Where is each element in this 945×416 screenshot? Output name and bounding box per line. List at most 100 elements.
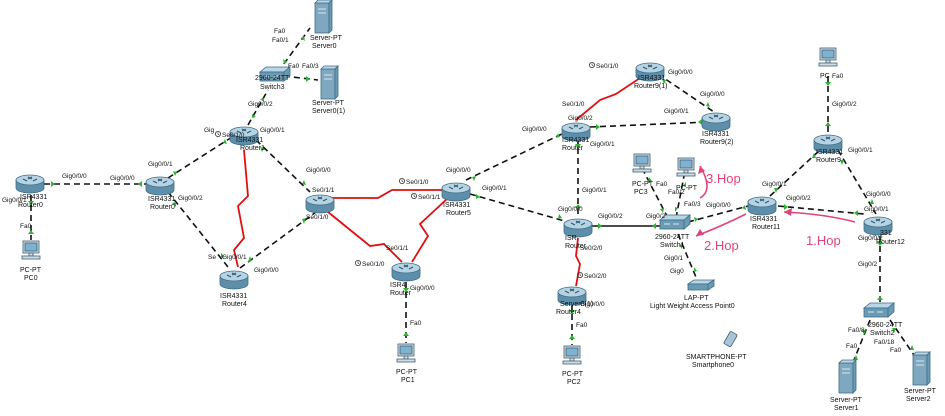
server-icon[interactable] [320,65,339,100]
link-up-icon [556,133,560,138]
port-label: Se0/1/1 [418,194,441,201]
arrowhead-icon [784,208,792,216]
router-icon[interactable] [441,182,471,202]
pc-icon[interactable] [676,157,696,177]
link-switch1-pc3[interactable] [643,171,669,219]
server2-name-label: Server2 [906,396,931,403]
pc3-name-label: PC3 [634,189,648,196]
port-label: Gig0/0/1 [864,206,889,213]
router92-model-label: ISR4331 [702,131,729,138]
clock-icon [214,130,222,138]
link-router3-router5-serial[interactable] [332,189,444,199]
pc-icon[interactable] [21,240,41,260]
link-router6-router5-serial[interactable] [411,197,449,263]
router0-model-label: ISR4331 [20,194,47,201]
server0-model-label: Server-PT [310,35,343,42]
link-up-icon [648,177,652,182]
router8-model-label: ISR4331 [562,137,589,144]
link-switch2-server2[interactable] [889,319,917,359]
server-icon[interactable] [838,359,857,394]
router-icon[interactable] [391,262,421,282]
link-switch1-pc4[interactable] [675,175,685,219]
router2-model-label: ISR4331 [236,137,263,144]
clock-icon [410,192,418,200]
server-icon[interactable] [314,0,333,34]
link-router11-router12[interactable] [777,205,865,215]
link-router10-router7-serial[interactable] [575,237,581,287]
link-up-icon [28,230,34,234]
link-router11-router9[interactable] [769,149,821,197]
port-label: Fa0 [656,181,668,188]
port-label: Se0/2/0 [580,245,603,252]
link-up-icon [575,144,581,148]
router-icon[interactable] [305,194,335,214]
pc0-name-label: PC0 [24,275,38,282]
switch3-name-label: Switch3 [260,84,285,91]
router-icon[interactable] [747,196,777,216]
pc1-name-label: PC1 [401,377,415,384]
port-label: Gig0/0/1 [222,254,247,261]
port-label: Se [208,254,216,261]
link-switch1-router11[interactable] [687,204,753,223]
pc-icon[interactable] [396,343,416,363]
router-icon[interactable] [701,112,731,132]
pc-icon[interactable] [632,153,652,173]
pc-icon[interactable] [818,47,838,67]
port-label: Fa0 [410,320,422,327]
port-label: Gig [204,127,215,134]
server01-name-label: Server0(1) [312,108,345,115]
link-router9-router12[interactable] [837,149,877,215]
link-router2-router3[interactable] [255,139,311,193]
pc-icon[interactable] [562,345,582,365]
link-up-icon [812,153,816,158]
pc0-model-label: PC-PT [20,267,42,274]
link-router8-router92[interactable] [589,121,709,128]
link-up-icon [260,98,264,102]
router-icon[interactable] [219,270,249,290]
port-label: Gig0/0/0 [580,301,605,308]
link-router1-router2[interactable] [167,136,233,179]
hop2-arrow [695,213,747,237]
pc2-name-label: PC2 [567,379,581,386]
port-label: Fa0 [846,343,858,350]
server-icon[interactable] [912,351,931,386]
link-router2-switch3[interactable] [247,89,269,126]
pc5-model-label: PC [820,73,830,80]
link-router3-router6-serial[interactable] [327,211,403,263]
pc3-model-label: PC-PT [632,181,654,188]
link-router4-router3[interactable] [239,211,317,269]
link-up-icon [742,205,746,210]
link-router2-router4-serial[interactable] [233,149,249,268]
link-switch3-server0[interactable] [277,27,311,73]
link-up-icon [652,223,656,229]
router92-name-label: Router9(2) [700,139,733,146]
router-icon[interactable] [145,176,175,196]
link-up-icon [173,171,177,176]
link-up-icon [683,182,686,187]
link-up-icon [302,218,306,224]
link-router1-router4[interactable] [167,191,229,268]
access-point-icon[interactable] [686,279,716,291]
router1-model-label: ISR4331 [148,196,175,203]
link-router91-router92[interactable] [657,73,715,113]
switch2-model-label: 2960-24TT [868,322,903,329]
router10-model-label: ISR [565,235,577,242]
smartphone0-model-label: SMARTPHONE-PT [686,354,747,361]
arrowhead-icon [698,166,705,174]
router-icon[interactable] [15,174,45,194]
link-router5-router10[interactable] [469,193,569,223]
smartphone-icon[interactable] [723,331,738,348]
switch-icon[interactable] [863,302,895,318]
port-label: Gig0/2 [858,261,878,268]
switch3-model-label: 2960-24TT [255,75,290,82]
router10-name-label: Router [565,243,587,250]
link-up-icon [679,244,682,249]
link-router8-router91-serial[interactable] [575,77,641,121]
port-label: Se0/1/0 [562,101,585,108]
link-up-icon [854,355,858,360]
link-router5-router8[interactable] [465,131,567,181]
port-label: Se0/1/0 [306,214,329,221]
link-switch1-ap[interactable] [677,233,699,283]
